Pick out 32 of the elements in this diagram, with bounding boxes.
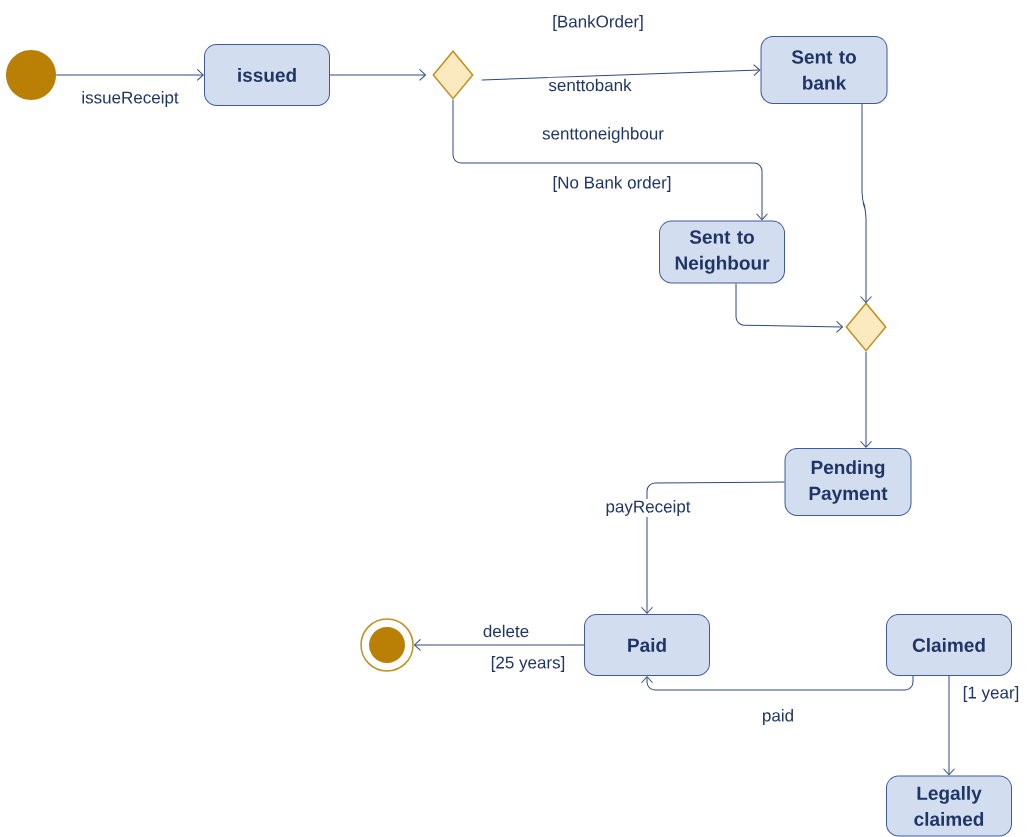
guard-label: [No Bank order] <box>553 176 671 192</box>
arrow <box>481 64 761 81</box>
arrow <box>735 283 843 333</box>
start-dot <box>6 50 56 100</box>
state-box: Sent to bank <box>760 36 888 104</box>
arrow <box>55 69 204 81</box>
edge-label: delete <box>481 623 531 639</box>
state-box: Claimed <box>886 614 1012 676</box>
decision-diamond <box>432 50 474 100</box>
edge-label: payReceipt <box>604 499 692 517</box>
arrow <box>860 103 872 303</box>
arrow <box>414 639 585 651</box>
guard-label: [25 years] <box>491 656 565 672</box>
end-bullseye <box>360 618 414 672</box>
edge-label: [1 year] <box>961 685 1021 703</box>
arrow <box>943 675 955 776</box>
guard-label: [BankOrder] <box>553 15 643 31</box>
edge-label: issueReceipt <box>80 90 180 108</box>
arrow <box>860 351 872 448</box>
arrow <box>329 69 426 81</box>
state-box: Pending Payment <box>784 448 912 516</box>
decision-diamond <box>845 302 887 352</box>
state-box: Paid <box>584 614 710 676</box>
arrow <box>452 99 768 221</box>
arrow <box>641 481 785 614</box>
edge-label: senttoneighbour <box>541 126 665 144</box>
edge-label: paid <box>760 708 796 726</box>
state-box: issued <box>204 44 330 106</box>
state-box: Sent to Neighbour <box>659 220 785 284</box>
state-box: Legally claimed <box>886 775 1012 837</box>
edge-label: senttobank <box>547 77 633 93</box>
arrow <box>641 675 914 691</box>
